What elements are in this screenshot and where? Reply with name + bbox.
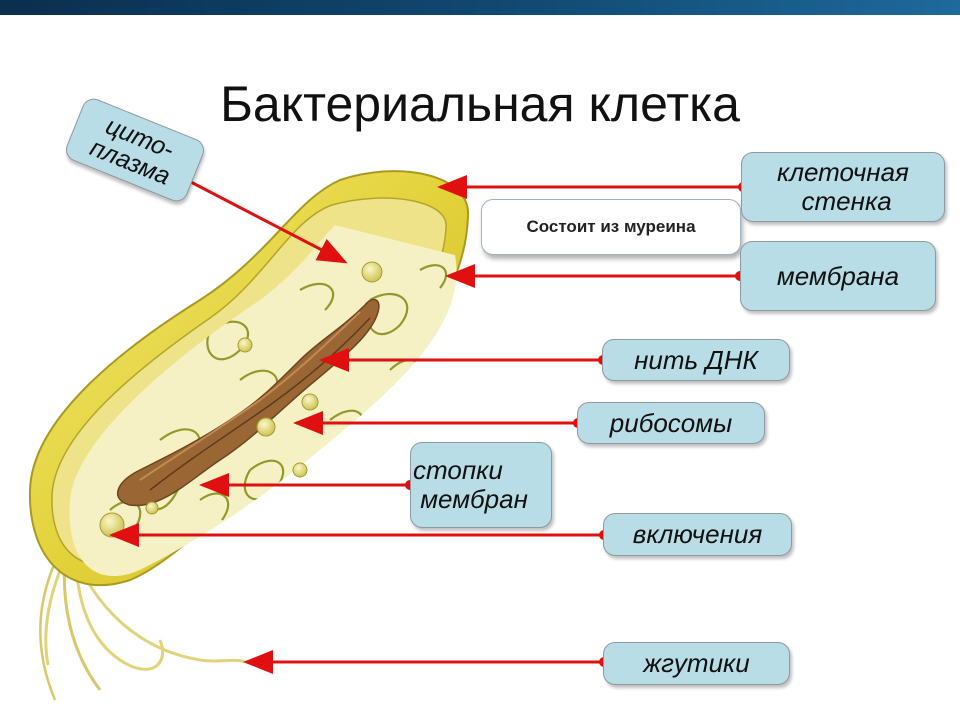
label-ribosomes: рибосомы <box>577 402 765 444</box>
ribosome-granules <box>237 261 383 478</box>
label-flagella-text: жгутики <box>643 648 750 678</box>
label-membrane-stacks-text: стопки мембран <box>413 455 528 514</box>
murein-note-text: Состоит из муреина <box>526 217 696 236</box>
arrow-membrane <box>445 264 745 288</box>
murein-note: Состоит из муреина <box>481 199 741 255</box>
label-membrane-text: мембрана <box>776 260 900 291</box>
header-bar <box>0 0 960 15</box>
pointer-arrows <box>109 175 748 674</box>
dna-strand <box>116 298 380 507</box>
label-ribosomes-text: рибосомы <box>609 407 733 438</box>
label-dna: нить ДНК <box>602 339 790 381</box>
label-membrane-stacks: стопки мембран <box>410 442 552 528</box>
label-dna-text: нить ДНК <box>634 344 758 375</box>
label-membrane: мембрана <box>740 241 936 311</box>
arrow-flagella <box>243 650 609 674</box>
cytoplasm-cutaway <box>69 225 457 577</box>
label-inclusions: включения <box>603 513 792 556</box>
arrow-cell-wall <box>437 175 748 199</box>
label-inclusions-text: включения <box>632 519 763 549</box>
label-cell-wall-text: клеточная стенка <box>777 157 909 216</box>
slide-title: Бактериальная клетка <box>220 76 740 132</box>
label-flagella: жгутики <box>603 642 790 685</box>
label-cell-wall: клеточная стенка <box>741 152 945 222</box>
